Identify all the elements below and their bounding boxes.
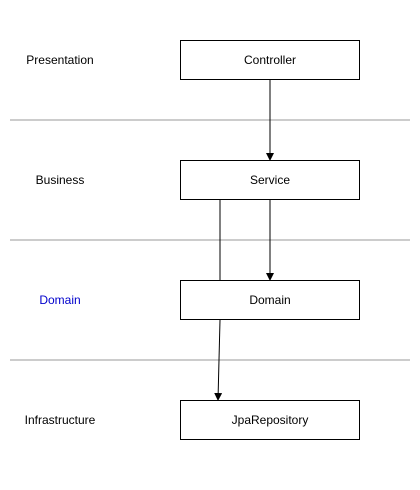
layer-label-infrastructure: Infrastructure — [24, 413, 96, 427]
layer-label-domain: Domain — [39, 293, 81, 307]
node-controller[interactable]: Controller — [180, 40, 360, 80]
edge-domain-repository — [214, 319, 223, 401]
layer-label-presentation: Presentation — [26, 53, 94, 67]
node-repository[interactable]: JpaRepository — [180, 400, 360, 440]
node-service[interactable]: Service — [180, 160, 360, 200]
node-domain[interactable]: Domain — [180, 280, 360, 320]
node-controller-label: Controller — [243, 53, 297, 67]
layer-label-business: Business — [35, 173, 85, 187]
node-service-label: Service — [249, 173, 290, 187]
node-repository-label: JpaRepository — [231, 413, 309, 427]
node-domain-label: Domain — [249, 293, 291, 307]
